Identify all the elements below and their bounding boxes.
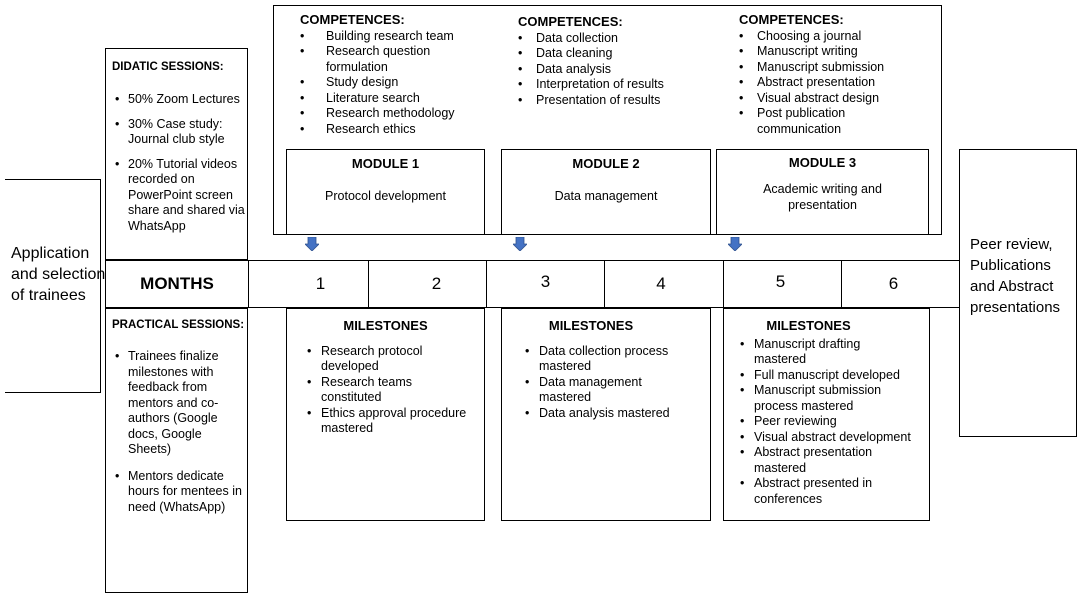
- practical-item: Trainees finalize milestones with feedba…: [115, 349, 247, 458]
- milestone-item: Peer reviewing: [740, 414, 925, 430]
- competence-item: Data cleaning: [518, 46, 708, 62]
- milestones-list: Research protocol developed Research tea…: [307, 344, 480, 437]
- milestones-2-box: MILESTONES Data collection process maste…: [501, 308, 711, 521]
- competence-item: Data collection: [518, 31, 708, 47]
- practical-item: Mentors dedicate hours for mentees in ne…: [115, 469, 247, 516]
- milestones-title: MILESTONES: [343, 318, 428, 333]
- arrow-shape: [305, 237, 319, 251]
- module-title: MODULE 2: [572, 156, 640, 171]
- module-3-box: MODULE 3 Academic writing and presentati…: [716, 149, 929, 235]
- competence-item: Research methodology: [300, 106, 490, 122]
- competences-title: COMPETENCES:: [739, 12, 844, 27]
- competence-item: Literature search: [300, 91, 490, 107]
- milestone-item: Research teams constituted: [307, 375, 431, 406]
- competences-list: Choosing a journal Manuscript writing Ma…: [739, 29, 939, 138]
- month-number: 6: [888, 274, 899, 293]
- months-label: MONTHS: [140, 274, 214, 293]
- milestones-list: Manuscript drafting mastered Full manusc…: [740, 337, 925, 508]
- didactic-list: 50% Zoom Lectures 30% Case study: Journa…: [115, 92, 247, 243]
- down-arrow-icon: [728, 237, 742, 251]
- competence-item: Study design: [300, 75, 490, 91]
- months-timeline: 1 2 3 4 5 6: [248, 260, 960, 308]
- module-subtitle: Academic writing and presentation: [763, 182, 882, 212]
- month-cell: 3: [487, 261, 605, 307]
- competence-item: Choosing a journal: [739, 29, 939, 45]
- competences-1: COMPETENCES: Building research team Rese…: [300, 12, 490, 137]
- module-title: MODULE 3: [788, 155, 857, 170]
- module-subtitle: Protocol development: [325, 189, 446, 203]
- month-cell: 5: [724, 261, 842, 307]
- milestones-list: Data collection process mastered Data ma…: [525, 344, 706, 422]
- milestone-item: Research protocol developed: [307, 344, 431, 375]
- milestone-item: Ethics approval procedure mastered: [307, 406, 480, 437]
- month-cell: 4: [605, 261, 724, 307]
- competences-title: COMPETENCES:: [300, 12, 405, 27]
- module-title: MODULE 1: [351, 156, 420, 171]
- milestones-title: MILESTONES: [766, 318, 851, 333]
- month-number: 5: [775, 272, 786, 291]
- competences-3: COMPETENCES: Choosing a journal Manuscri…: [739, 12, 939, 137]
- competence-item: Research ethics: [300, 122, 490, 138]
- module-2-box: MODULE 2 Data management: [501, 149, 711, 235]
- milestone-item: Abstract presentation mastered: [740, 445, 884, 476]
- month-cell: 2: [369, 261, 487, 307]
- competence-item: Post publication communication: [739, 106, 867, 137]
- milestones-1-box: MILESTONES Research protocol developed R…: [286, 308, 485, 521]
- competence-item: Building research team: [300, 29, 490, 45]
- competences-list: Building research team Research question…: [300, 29, 490, 138]
- arrow-shape: [513, 237, 527, 251]
- peer-review-box: Peer review, Publications and Abstract p…: [959, 149, 1077, 437]
- month-number: 2: [431, 274, 442, 293]
- competence-item: Manuscript writing: [739, 44, 939, 60]
- peer-review-text: Peer review, Publications and Abstract p…: [970, 236, 1061, 316]
- competences-title: COMPETENCES:: [518, 14, 623, 29]
- competence-item: Manuscript submission: [739, 60, 939, 76]
- down-arrow-icon: [305, 237, 319, 251]
- competence-item: Visual abstract design: [739, 91, 939, 107]
- competence-item: Research question formulation: [300, 44, 490, 75]
- practical-title: PRACTICAL SESSIONS:: [112, 319, 245, 331]
- application-text: Application and selection of trainees: [11, 245, 106, 304]
- milestone-item: Data management mastered: [525, 375, 649, 406]
- months-label-cell: MONTHS: [105, 260, 249, 308]
- competence-item: Presentation of results: [518, 93, 708, 109]
- milestone-item: Abstract presented in conferences: [740, 476, 894, 507]
- practical-sessions-box: PRACTICAL SESSIONS: Trainees finalize mi…: [105, 308, 248, 593]
- month-cell: 6: [842, 261, 959, 307]
- application-box: Application and selection of trainees: [5, 179, 105, 393]
- milestone-item: Visual abstract development: [740, 430, 925, 446]
- milestone-item: Data analysis mastered: [525, 406, 706, 422]
- didactic-sessions-box: DIDATIC SESSIONS: 50% Zoom Lectures 30% …: [105, 48, 248, 260]
- milestones-title: MILESTONES: [548, 318, 634, 333]
- month-cell: 1: [249, 261, 369, 307]
- month-number: 1: [315, 274, 326, 293]
- competences-list: Data collection Data cleaning Data analy…: [518, 31, 708, 109]
- didactic-item: 20% Tutorial videos recorded on PowerPoi…: [115, 157, 247, 235]
- milestone-item: Manuscript submission process mastered: [740, 383, 925, 414]
- practical-list: Trainees finalize milestones with feedba…: [115, 349, 247, 524]
- didactic-item: 30% Case study: Journal club style: [115, 117, 247, 148]
- down-arrow-icon: [513, 237, 527, 251]
- competence-item: Interpretation of results: [518, 77, 708, 93]
- didactic-item: 50% Zoom Lectures: [115, 92, 247, 108]
- milestone-item: Data collection process mastered: [525, 344, 706, 375]
- month-number: 3: [540, 272, 551, 291]
- milestone-item: Full manuscript developed: [740, 368, 925, 384]
- didactic-title: DIDATIC SESSIONS:: [112, 61, 224, 73]
- module-subtitle: Data management: [554, 189, 658, 203]
- milestone-item: Manuscript drafting mastered: [740, 337, 874, 368]
- arrow-shape: [728, 237, 742, 251]
- month-number: 4: [656, 274, 666, 293]
- competence-item: Abstract presentation: [739, 75, 939, 91]
- module-1-box: MODULE 1 Protocol development: [286, 149, 485, 235]
- competence-item: Data analysis: [518, 62, 708, 78]
- competences-2: COMPETENCES: Data collection Data cleani…: [518, 14, 708, 108]
- milestones-3-box: MILESTONES Manuscript drafting mastered …: [723, 308, 930, 521]
